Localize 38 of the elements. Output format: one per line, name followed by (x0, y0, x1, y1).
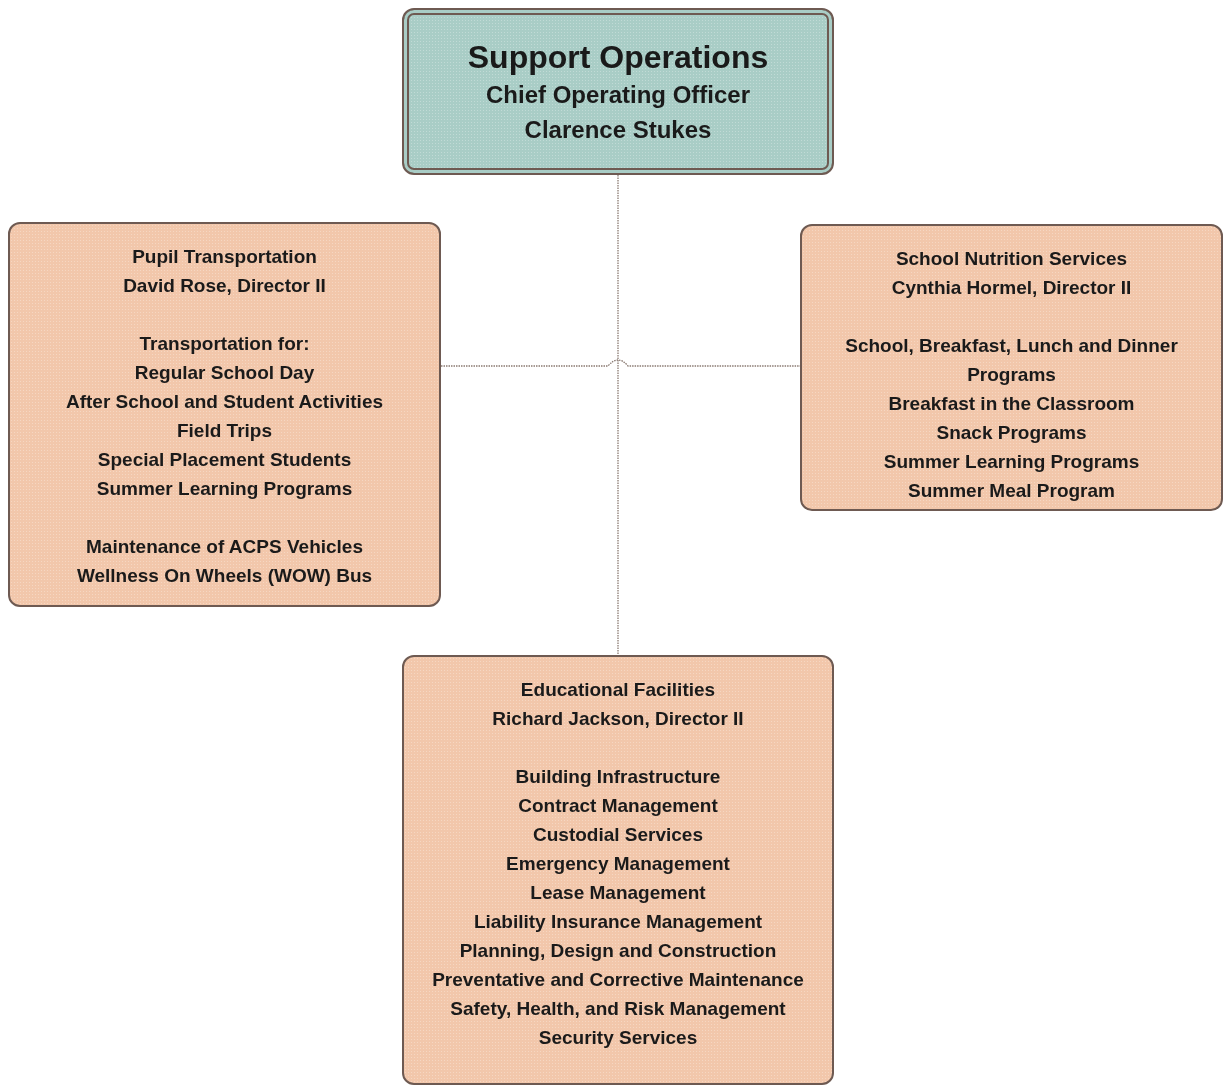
box-text: Lease Management (530, 881, 706, 905)
box-text: Field Trips (177, 419, 272, 443)
box-text: Summer Learning Programs (883, 450, 1140, 474)
box-text: Security Services (538, 1026, 698, 1050)
division-box (8, 222, 441, 607)
box-text: Planning, Design and Construction (459, 939, 777, 963)
box-heading: Educational Facilities (520, 678, 716, 702)
box-text: Cynthia Hormel, Director II (891, 276, 1132, 300)
box-text: Custodial Services (533, 823, 703, 847)
division-box (402, 655, 834, 1085)
box-text: School, Breakfast, Lunch and Dinner Programs (844, 334, 1179, 387)
box-text: Maintenance of ACPS Vehicles (86, 535, 363, 559)
box-text: After School and Student Activities (65, 390, 384, 414)
box-text: Snack Programs (936, 421, 1087, 445)
box-text: Special Placement Students (97, 448, 352, 472)
box-text: Liability Insurance Management (473, 910, 763, 934)
box-heading: School Nutrition Services (895, 247, 1128, 271)
box-text: Transportation for: (139, 332, 310, 356)
box-text: Summer Meal Program (908, 479, 1115, 503)
box-text: Breakfast in the Classroom (888, 392, 1135, 416)
box-text: Contract Management (518, 794, 718, 818)
box-text: Richard Jackson, Director II (492, 707, 744, 731)
box-text: Building Infrastructure (515, 765, 721, 789)
box-text: Preventative and Corrective Maintenance (432, 968, 804, 992)
division-box (800, 224, 1223, 511)
box-heading: Support Operations (467, 37, 769, 77)
box-text: Regular School Day (134, 361, 315, 385)
box-heading: Pupil Transportation (132, 245, 317, 269)
box-text: Emergency Management (506, 852, 730, 876)
box-text: Clarence Stukes (524, 114, 712, 145)
department-box (402, 8, 834, 175)
connector-line (617, 174, 619, 656)
box-text: Wellness On Wheels (WOW) Bus (76, 564, 373, 588)
box-text: Chief Operating Officer (485, 79, 750, 110)
connector-line (440, 359, 801, 367)
box-text: Summer Learning Programs (96, 477, 353, 501)
box-text: David Rose, Director II (123, 274, 326, 298)
box-text: Safety, Health, and Risk Management (450, 997, 786, 1021)
